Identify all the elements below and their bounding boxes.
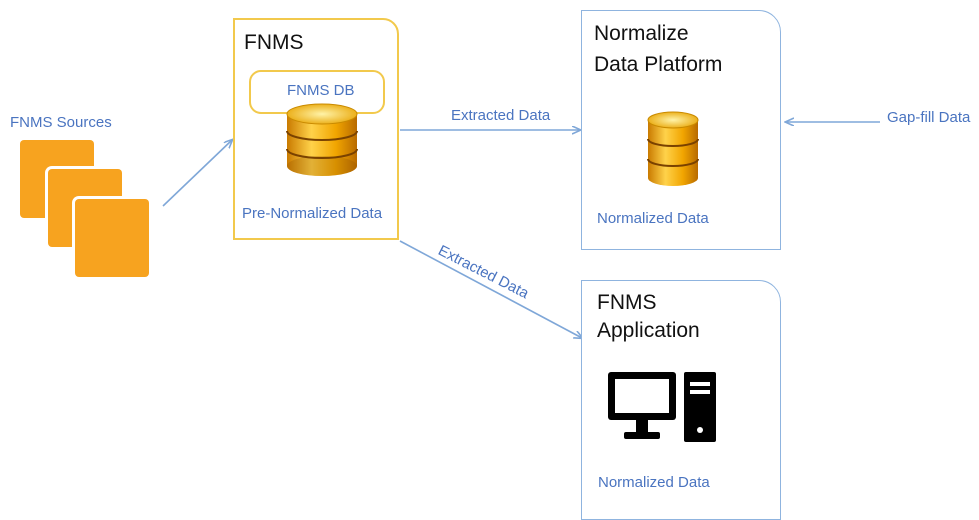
fnms-title: FNMS — [244, 31, 304, 54]
computer-icon — [608, 372, 716, 442]
gap-fill-data-label: Gap-fill Data — [887, 109, 971, 126]
normalize-platform-title-line2: Data Platform — [594, 53, 723, 76]
arrow-sources-to-fnms — [162, 140, 232, 207]
source-square-icon — [75, 199, 149, 277]
fnms-sources-label: FNMS Sources — [10, 114, 112, 131]
normalize-platform-data-label: Normalized Data — [597, 210, 709, 227]
normalize-platform-title-line1: Normalize — [594, 22, 689, 45]
arrow-fnms-to-application — [399, 240, 582, 338]
fnms-application-title-line1: FNMS — [597, 291, 657, 314]
extracted-data-label-top: Extracted Data — [451, 107, 551, 124]
fnms-db-label: FNMS DB — [287, 82, 355, 99]
database-icon — [647, 111, 699, 186]
fnms-application-title-line2: Application — [597, 319, 700, 342]
fnms-application-data-label: Normalized Data — [598, 474, 710, 491]
database-icon — [286, 103, 358, 176]
fnms-data-label: Pre-Normalized Data — [242, 205, 383, 222]
